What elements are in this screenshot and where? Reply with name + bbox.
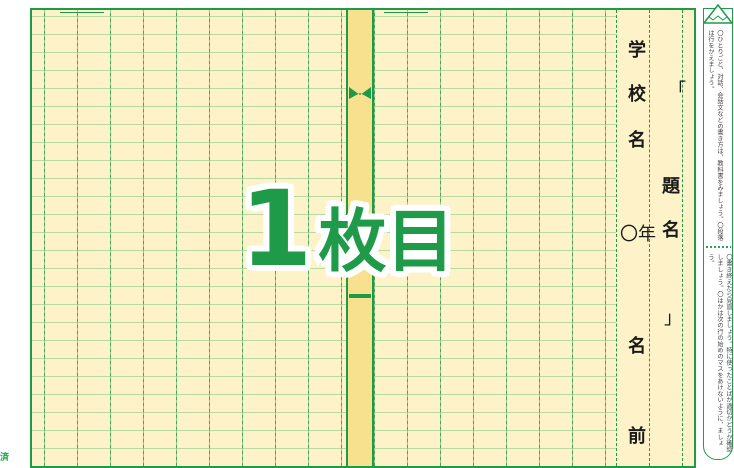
page-number-label: 1枚目: [240, 168, 454, 290]
school-char: 学: [628, 40, 646, 61]
school-char: 名: [628, 130, 646, 151]
page-counter-suffix: 枚目: [318, 203, 455, 282]
manuscript-sheet: 学 校 名 〇年 名 前 「 題 名 」: [30, 8, 696, 468]
instructions-text: 〇書き終えたら見直しましょう。特に使ったことばが適切かどうか確認しましょう。〇は…: [707, 254, 732, 453]
check-mark-label: 済: [0, 453, 10, 463]
grade-label: 〇年: [620, 224, 656, 245]
instructions-panel: [703, 8, 733, 460]
top-tick-mark: [384, 12, 428, 13]
title-open-bracket: 「: [668, 80, 686, 101]
title-column: [616, 10, 694, 466]
name-char: 名: [628, 336, 646, 357]
page-number: 1: [240, 168, 313, 290]
pencil-tip-icon: [703, 3, 733, 24]
title-char: 題: [662, 176, 680, 197]
center-spine: [346, 10, 374, 466]
dotted-divider: [705, 246, 731, 248]
instructions-text: 〇ひとりごと、対話、会話文などの書き方は、教科書をみましょう。〇段落は行をかえま…: [707, 30, 723, 241]
top-tick-mark: [60, 12, 104, 13]
fold-line-marker: [349, 294, 371, 298]
school-char: 校: [628, 84, 646, 105]
fold-marker-icon: [349, 87, 371, 99]
name-char: 前: [628, 426, 646, 447]
title-char: 名: [662, 220, 680, 241]
title-close-bracket: 」: [664, 308, 682, 329]
